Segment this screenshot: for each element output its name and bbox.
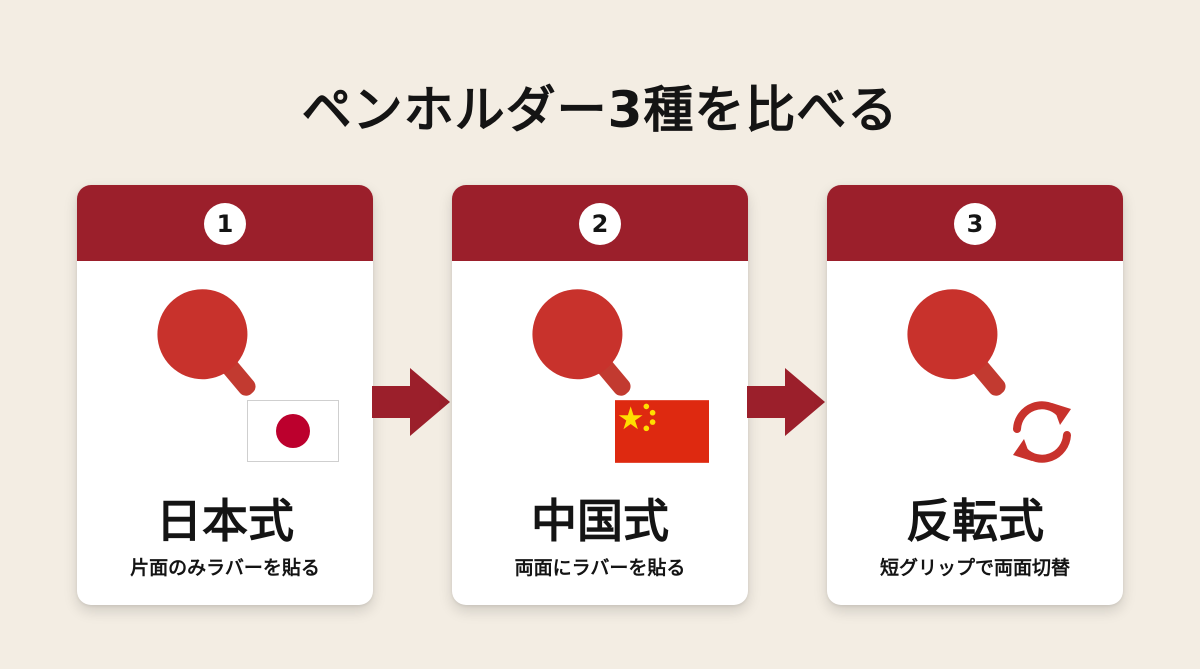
card-number-badge: 3: [954, 203, 996, 245]
card-header: 1: [77, 185, 373, 261]
card-title: 反転式: [906, 494, 1044, 548]
china-flag-icon: [615, 400, 709, 463]
card-description: 短グリップで両面切替: [879, 557, 1070, 579]
card-title: 中国式: [531, 494, 669, 548]
swap-arrows-icon: [1013, 401, 1071, 463]
card-japanese-style: 1 日本式 片面のみラバーを貼る: [77, 185, 373, 605]
card-chinese-style: 2 中国式 両面にラバーを貼る: [452, 185, 748, 605]
card-header: 2: [452, 185, 748, 261]
card-description: 片面のみラバーを貼る: [130, 557, 320, 579]
card-header: 3: [827, 185, 1123, 261]
paddle-icon: [907, 289, 1006, 396]
card-description: 両面にラバーを貼る: [514, 557, 686, 579]
paddle-icon: [157, 289, 256, 396]
arrow-right-icon: [747, 368, 825, 436]
japan-flag-icon: [247, 400, 339, 462]
card-number-badge: 2: [579, 203, 621, 245]
card-title: 日本式: [156, 494, 294, 548]
card-reverse-style: 3 反転式 短グリップで両面切替: [827, 185, 1123, 605]
arrow-right-icon: [372, 368, 450, 436]
page-title: ペンホルダー3種を比べる: [301, 81, 899, 139]
card-number-badge: 1: [204, 203, 246, 245]
paddle-icon: [532, 289, 631, 396]
